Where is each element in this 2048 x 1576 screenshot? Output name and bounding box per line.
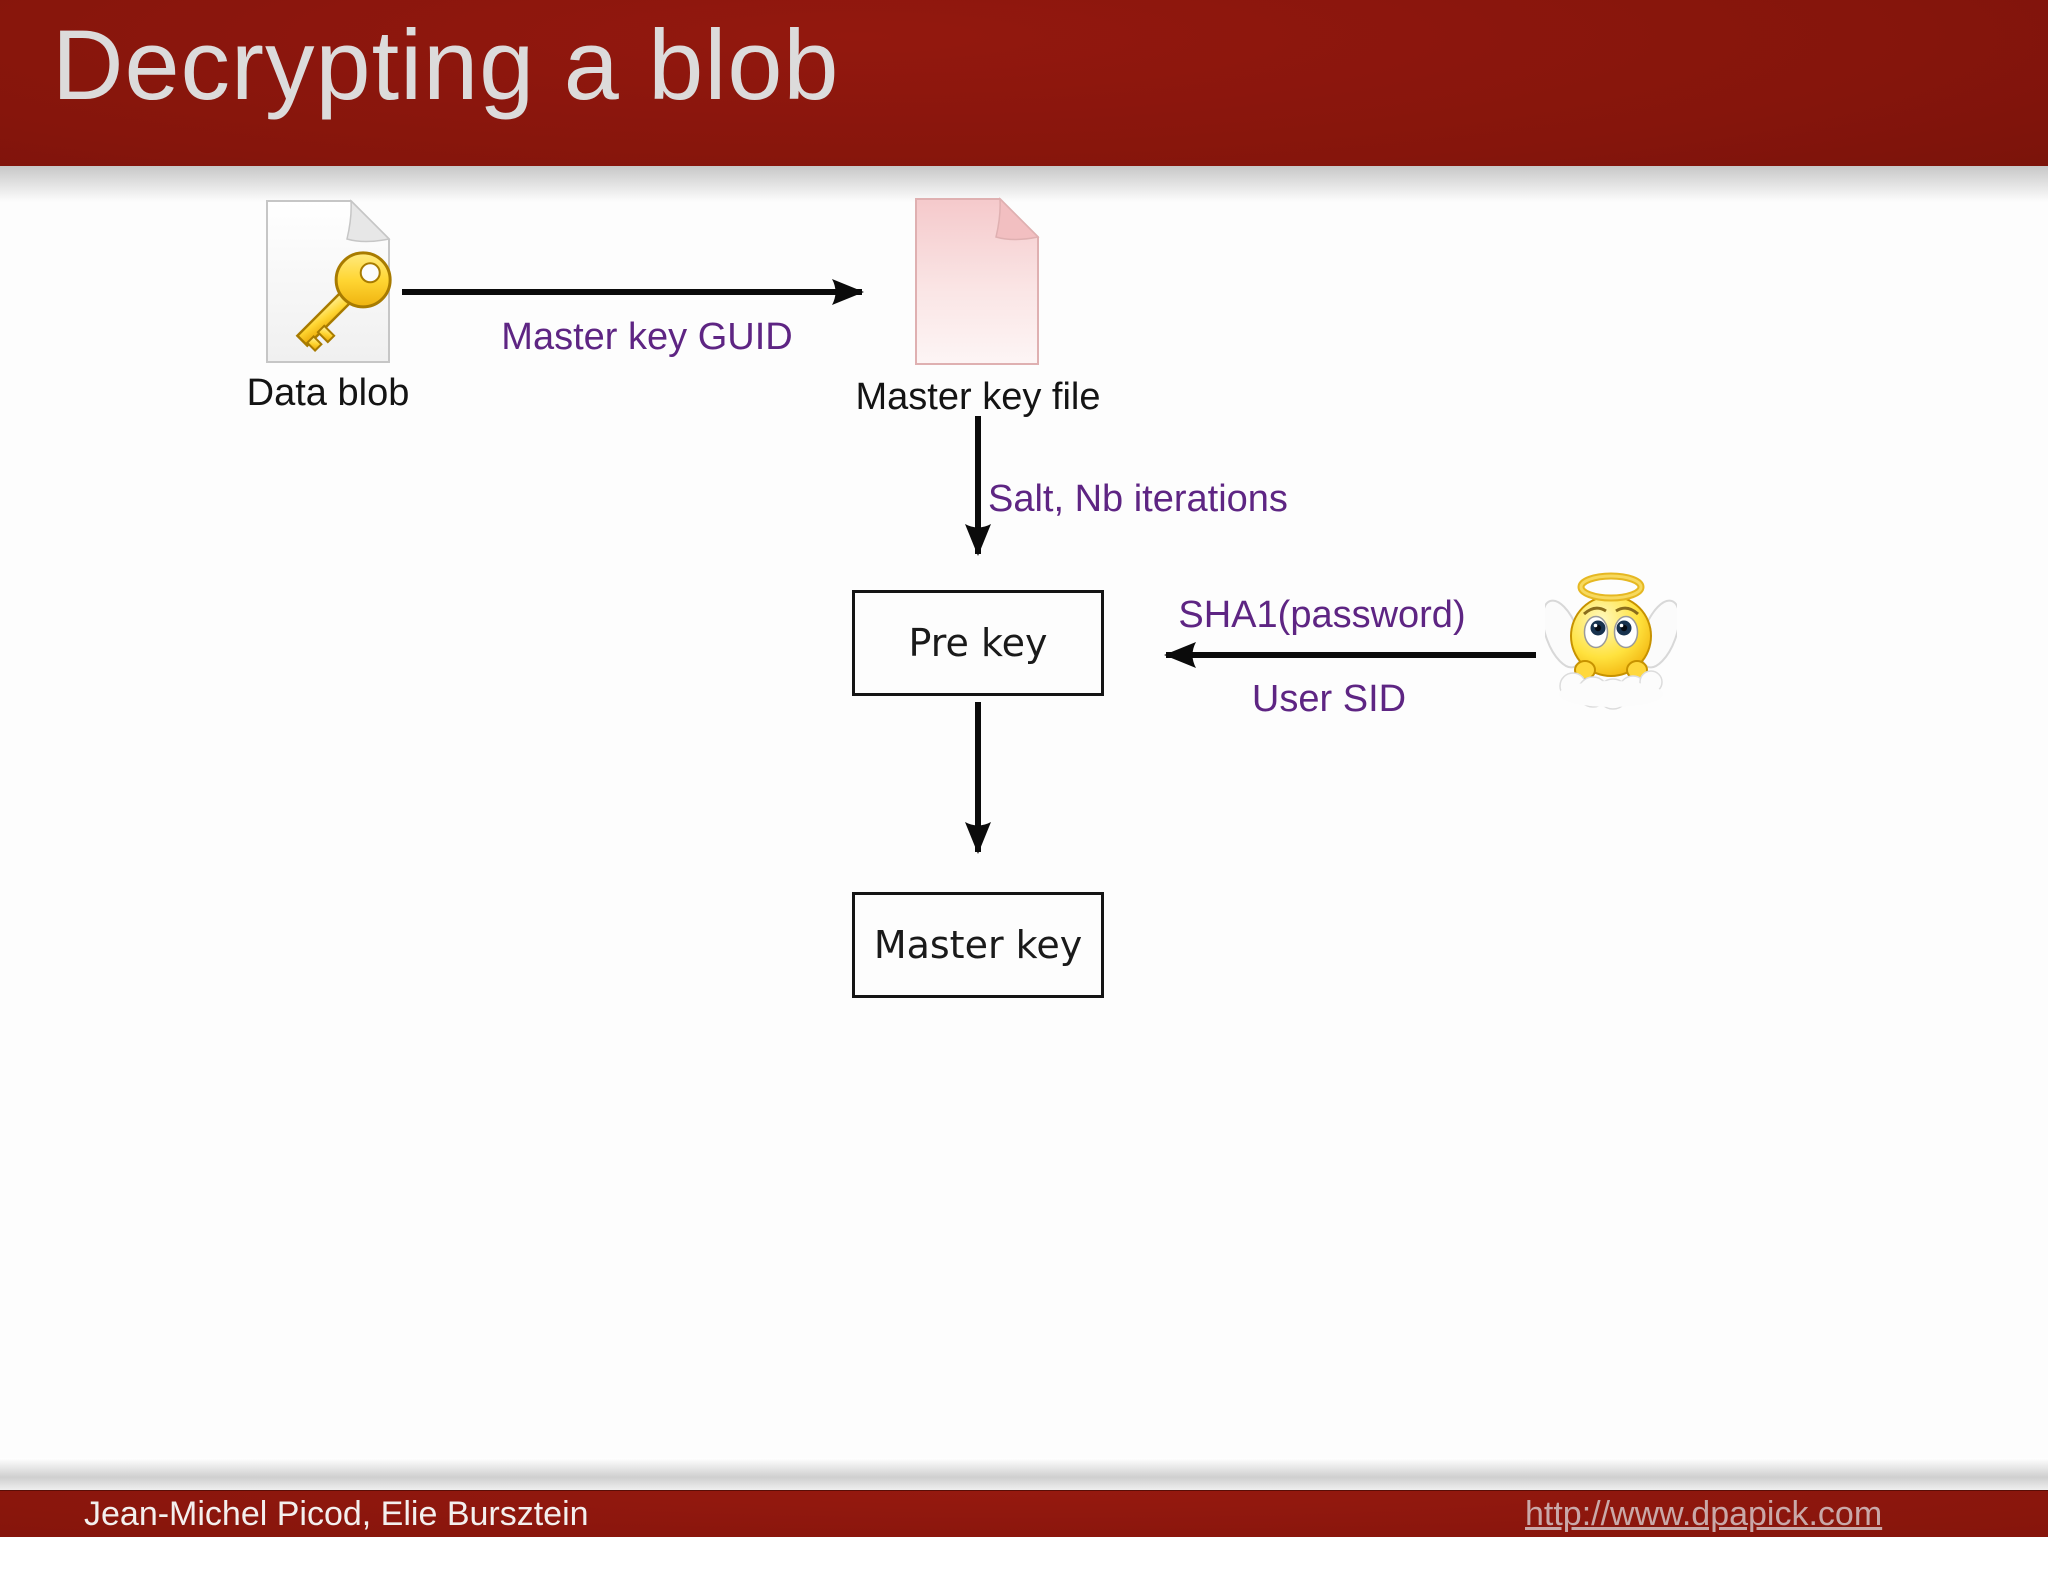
user-sid-label: User SID [1251,678,1407,720]
banner-shadow [0,166,2048,202]
gold-key-icon [295,251,392,352]
master-key-box: Master key [852,892,1104,998]
master-key-file-label: Master key file [855,376,1101,418]
footer-url-link[interactable]: http://www.dpapick.com [1525,1495,1883,1533]
footer-bar [0,1490,2048,1538]
title-banner: Decrypting a blob [0,0,2048,166]
slide-bottom-shadow [0,1458,2048,1490]
sha1-password-label: SHA1(password) [1178,594,1466,636]
angel-cloud [1559,670,1663,710]
angel-icon [1545,572,1677,710]
print-strip: Wednesday, February 3, 2010 30 [0,1537,2048,1576]
data-blob-label: Data blob [246,372,410,414]
master-key-file-icon [915,197,1040,365]
pre-key-label: Pre key [908,621,1048,665]
master-key-label: Master key [873,923,1083,967]
salt-iterations-label: Salt, Nb iterations [988,478,1288,520]
data-blob-icon [266,199,392,363]
master-key-guid-label: Master key GUID [501,316,793,358]
pre-key-box: Pre key [852,590,1104,696]
footer-authors: Jean-Michel Picod, Elie Bursztein [84,1495,589,1533]
page-title: Decrypting a blob [52,9,840,120]
